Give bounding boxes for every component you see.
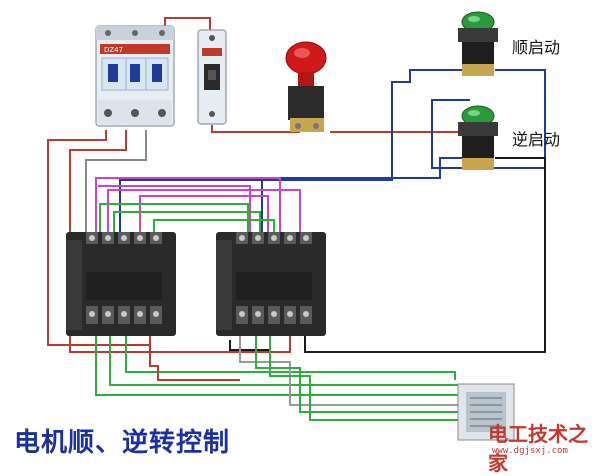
breaker-brand-text: DZ47 bbox=[104, 46, 123, 54]
wire-green-top-2 bbox=[113, 211, 261, 235]
wire-green-out-4 bbox=[255, 330, 470, 413]
wire-green-out-5 bbox=[269, 330, 470, 421]
wire-magenta-3 bbox=[139, 195, 269, 235]
wire-green-top-3 bbox=[153, 219, 275, 235]
forward-start-button bbox=[458, 11, 498, 76]
wire-red-estop-out bbox=[330, 110, 471, 133]
breaker-1-pole bbox=[197, 29, 227, 125]
wire-blue-rev-button bbox=[261, 157, 470, 235]
breaker-3-pole: DZ47 bbox=[95, 25, 175, 127]
wire-red-out-6 bbox=[149, 330, 240, 381]
contactor-reverse bbox=[216, 232, 326, 336]
wire-green-out-2 bbox=[109, 330, 470, 386]
wire-gray-out-1 bbox=[239, 330, 470, 406]
wire-red-breaker-top bbox=[164, 17, 211, 30]
reverse-start-button bbox=[458, 105, 498, 170]
wire-black-rev-return bbox=[304, 157, 546, 353]
wire-blue-fwd-button bbox=[119, 69, 470, 235]
forward-start-label: 顺启动 bbox=[512, 38, 561, 57]
contactor-forward bbox=[66, 232, 176, 336]
diagram-title: 电机顺、逆转控制 bbox=[14, 428, 231, 458]
wire-magenta-2 bbox=[107, 189, 301, 235]
wire-magenta-4 bbox=[98, 185, 251, 235]
wires bbox=[47, 17, 546, 421]
wire-black-coil bbox=[229, 340, 270, 351]
watermark-url: www.dgjsxj.com bbox=[492, 446, 568, 456]
reverse-start-label: 逆启动 bbox=[512, 130, 561, 149]
motor bbox=[457, 383, 515, 441]
wire-red-to-estop bbox=[211, 125, 300, 133]
wire-green-out-1 bbox=[95, 330, 470, 396]
wire-magenta-1 bbox=[95, 177, 281, 235]
emergency-stop-button bbox=[285, 41, 327, 132]
